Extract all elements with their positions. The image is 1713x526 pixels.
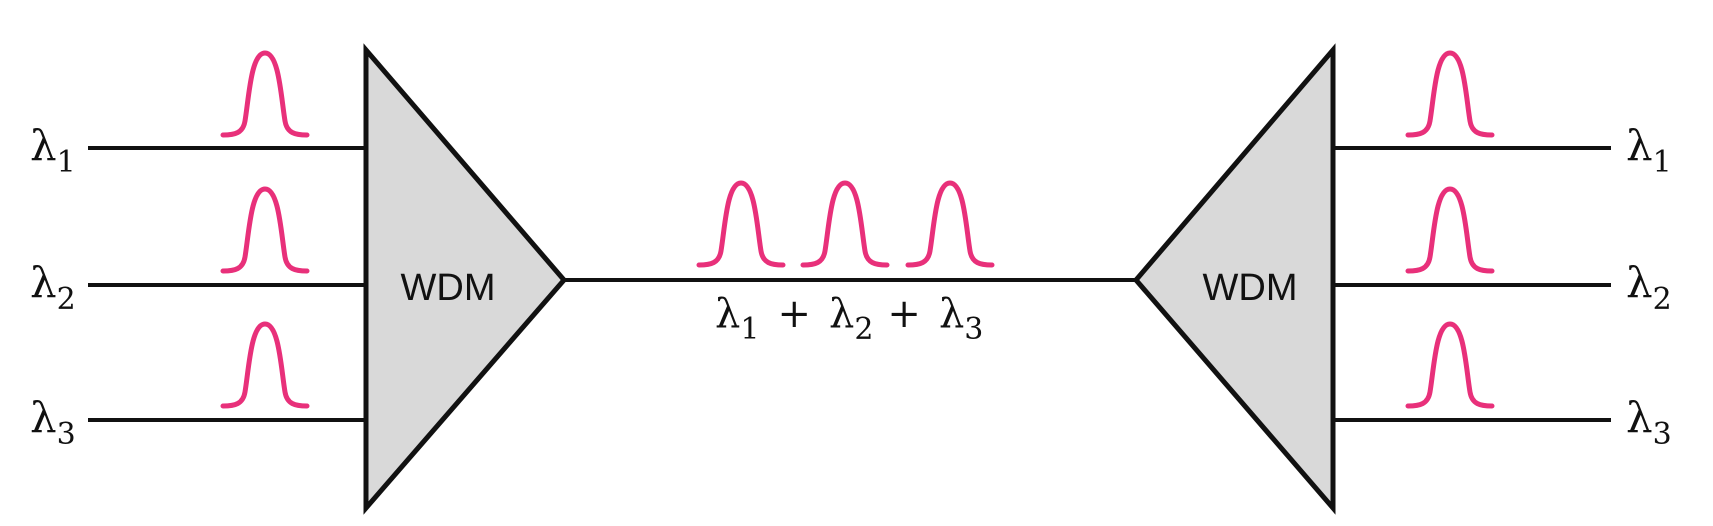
wavelength-pulse-icon xyxy=(223,53,307,135)
demultiplexer-triangle xyxy=(1132,43,1336,515)
wavelength-pulse-icon xyxy=(908,183,992,265)
lambda-symbol: λ xyxy=(1626,121,1653,170)
input-label-2: λ2 xyxy=(30,258,76,317)
output-label-2: λ2 xyxy=(1626,258,1672,317)
lambda-symbol: λ xyxy=(30,121,57,170)
lambda-subscript: 2 xyxy=(1653,282,1672,317)
output-label-1: λ1 xyxy=(1626,121,1672,180)
trunk-pulses xyxy=(699,183,992,265)
lambda-subscript: 3 xyxy=(964,312,983,347)
lambda-subscript: 1 xyxy=(740,312,759,347)
lambda-symbol: λ xyxy=(939,291,964,337)
lambda-symbol: λ xyxy=(1626,393,1653,442)
output-label-3: λ3 xyxy=(1626,393,1672,452)
wavelength-pulse-icon xyxy=(223,324,307,406)
lambda-symbol: λ xyxy=(30,393,57,442)
lambda-subscript: 3 xyxy=(57,417,76,452)
plus-operator: + xyxy=(777,291,811,337)
lambda-subscript: 2 xyxy=(57,282,76,317)
lambda-symbol: λ xyxy=(30,258,57,307)
input-pulses xyxy=(223,53,307,406)
demultiplexer-label: WDM xyxy=(1203,267,1298,309)
wavelength-pulse-icon xyxy=(1408,189,1492,271)
lambda-subscript: 1 xyxy=(1653,145,1672,180)
combined-wavelength-label: λ1+λ2+λ3 xyxy=(715,291,983,347)
lambda-symbol: λ xyxy=(715,291,740,337)
lambda-symbol: λ xyxy=(829,291,854,337)
wavelength-pulse-icon xyxy=(803,183,887,265)
lambda-subscript: 1 xyxy=(57,145,76,180)
lambda-subscript: 2 xyxy=(854,312,873,347)
input-label-3: λ3 xyxy=(30,393,76,452)
wavelength-pulse-icon xyxy=(1408,324,1492,406)
output-pulses xyxy=(1408,53,1492,406)
input-label-1: λ1 xyxy=(30,121,76,180)
wavelength-pulse-icon xyxy=(223,189,307,271)
wavelength-pulse-icon xyxy=(1408,53,1492,135)
wavelength-pulse-icon xyxy=(699,183,783,265)
multiplexer-triangle xyxy=(363,43,568,515)
plus-operator: + xyxy=(887,291,921,337)
lambda-subscript: 3 xyxy=(1653,417,1672,452)
multiplexer-label: WDM xyxy=(401,267,496,309)
lambda-symbol: λ xyxy=(1626,258,1653,307)
